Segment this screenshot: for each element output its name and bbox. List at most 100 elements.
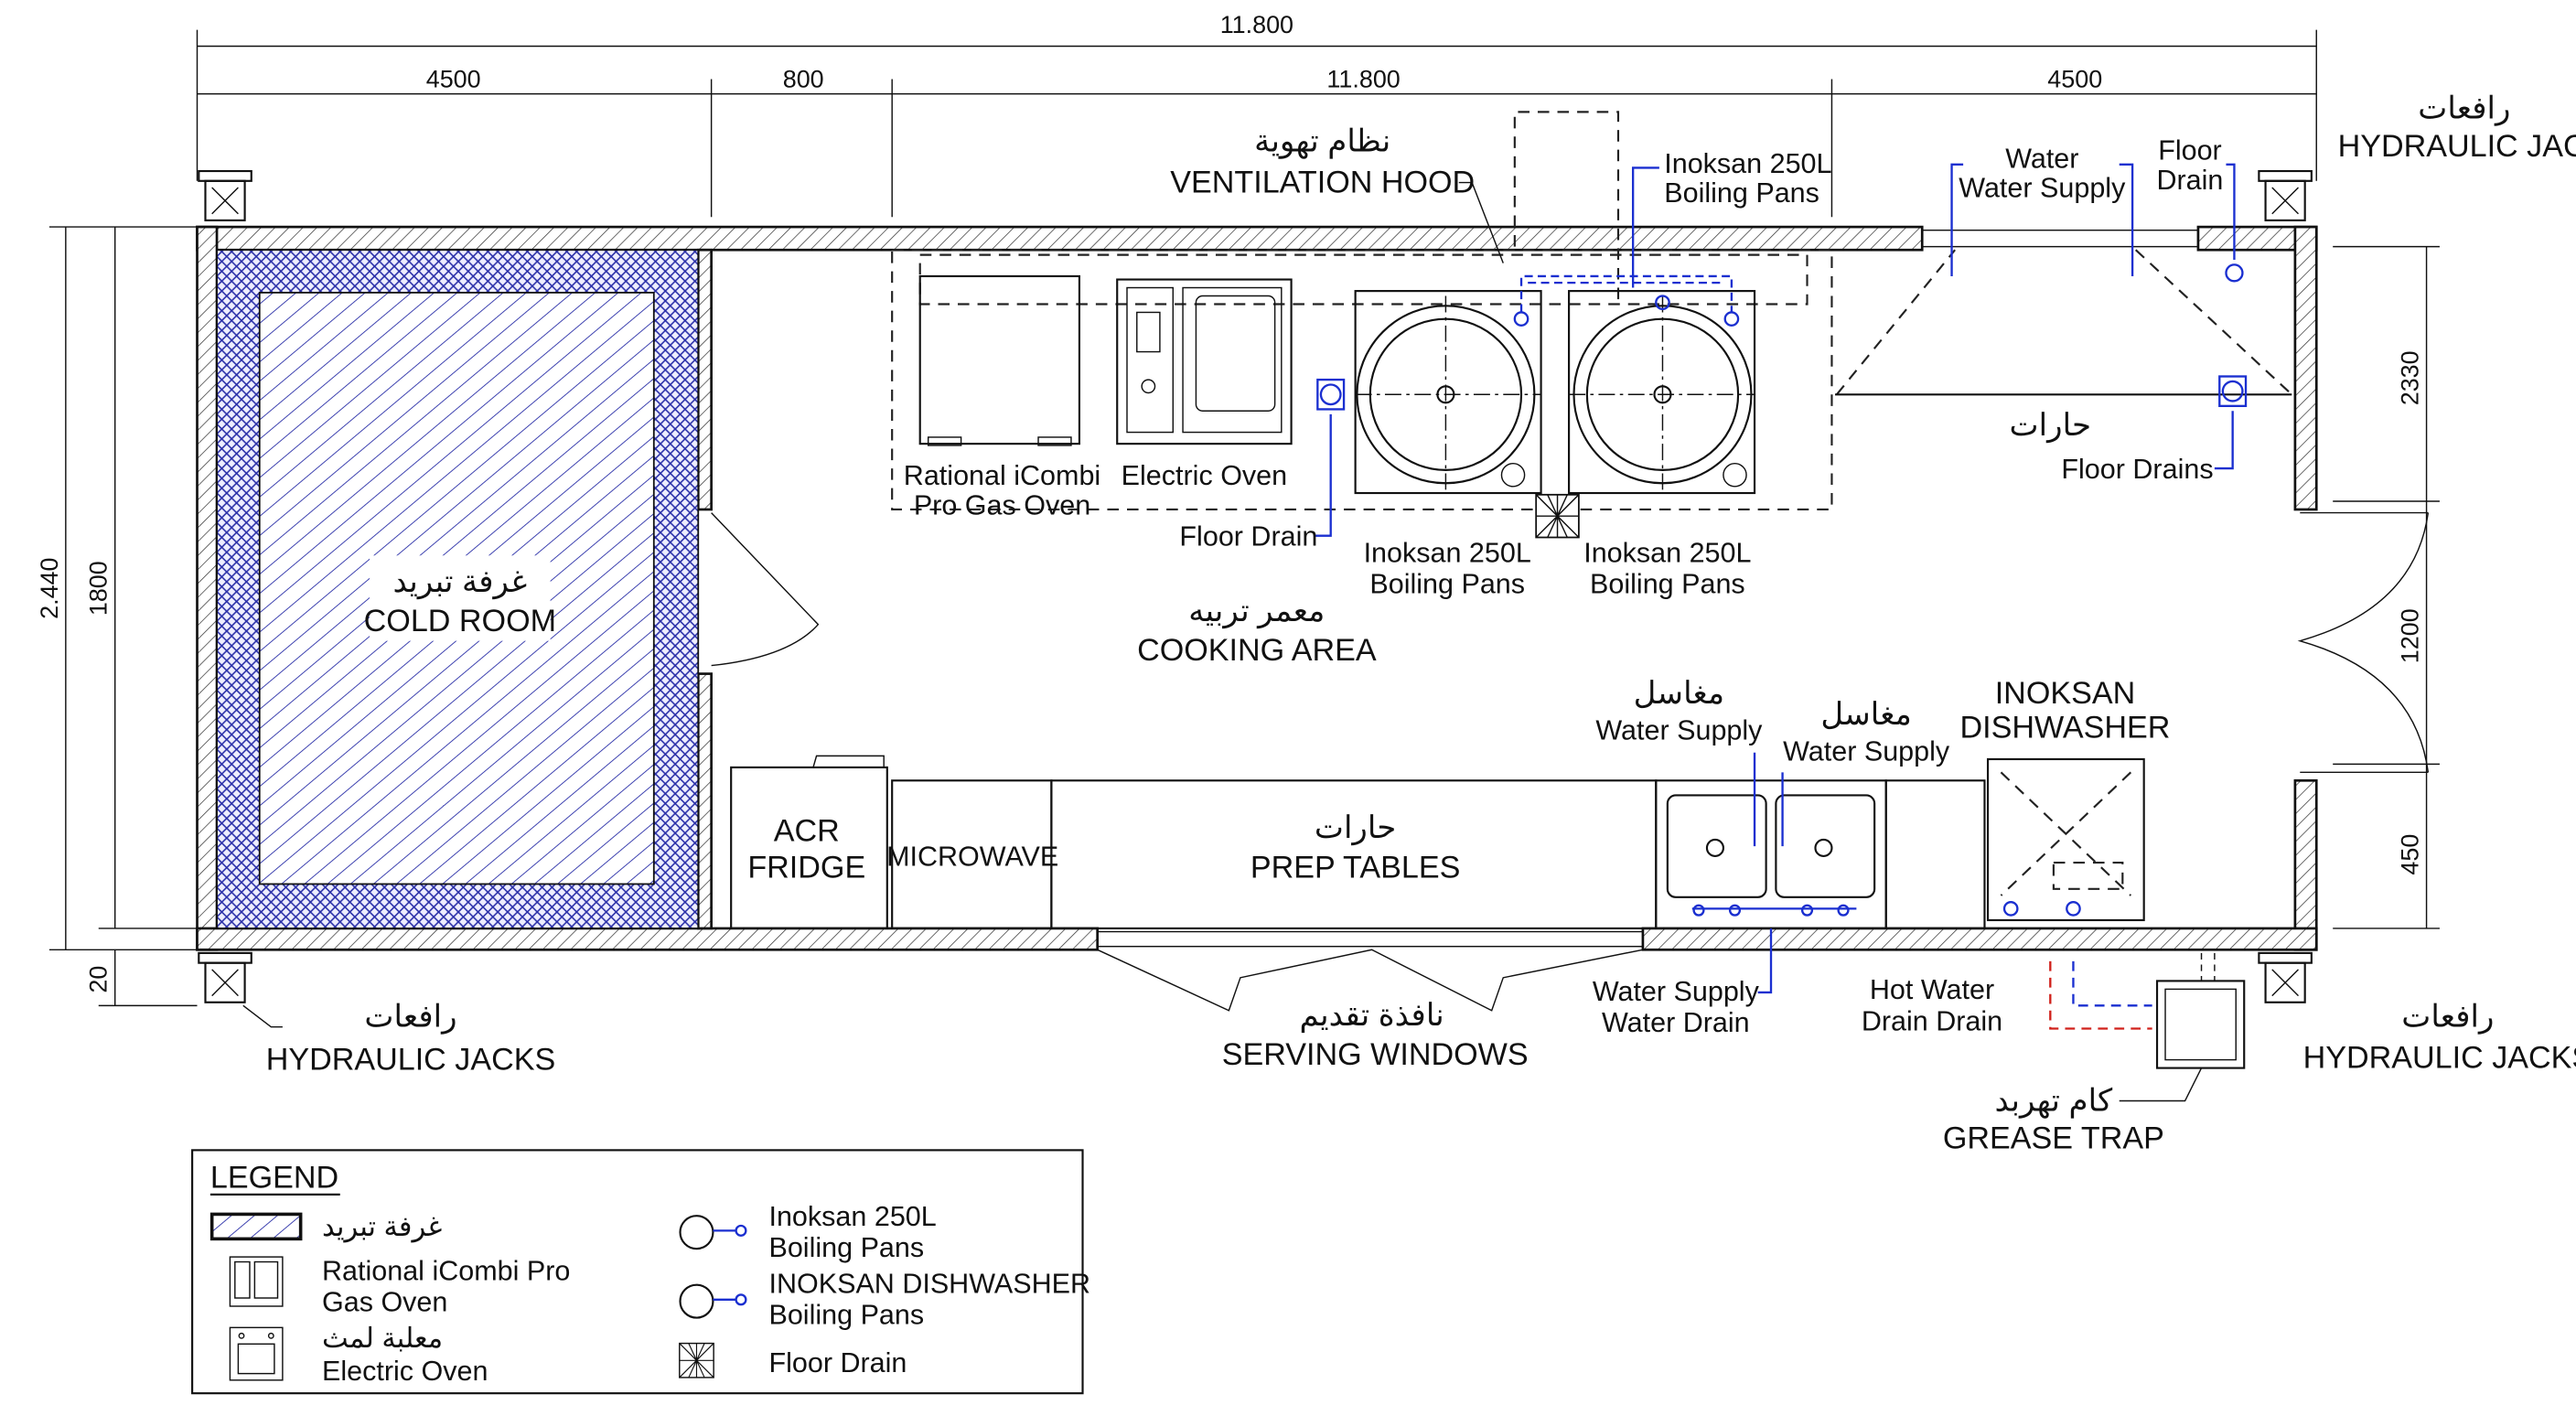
dishwasher: INOKSAN DISHWASHER <box>1959 676 2170 922</box>
cooking-area-label-ar: معمر تربيه <box>1188 594 1325 629</box>
entrance-door <box>2297 511 2430 774</box>
cold-room-label-ar: غرفة تبريد <box>392 564 527 600</box>
drain-drain-label: Drain Drain <box>1862 1005 2002 1036</box>
container-walls <box>196 225 2318 951</box>
dim-right-lower: 450 <box>2397 834 2424 875</box>
serving-windows: نافذة تقديم SERVING WINDOWS <box>1097 949 1644 1072</box>
boiling-pan-right: Inoksan 250L Boiling Pans <box>1519 274 1756 600</box>
gas-oven: Rational iCombi Pro Gas Oven <box>904 274 1100 520</box>
bottom-counter: ACR FRIDGE MICROWAVE حارات PREP TABLES م… <box>730 676 1986 930</box>
grease-trap-label-ar: كام تهربد <box>1995 1083 2113 1119</box>
floor-drain-marker: Floor Drain <box>1179 378 1346 552</box>
dim-right-door: 1200 <box>2397 608 2424 663</box>
floor-drain-top-label-2: Drain <box>2156 165 2223 196</box>
jacks-label-bl: HYDRAULIC JACKS <box>266 1042 556 1077</box>
electric-oven-icon <box>229 1326 284 1381</box>
jacks-label-ar-tr: رافعات <box>2418 91 2510 127</box>
floor-drain-legend-icon <box>679 1342 714 1378</box>
gas-oven-label-2: Pro Gas Oven <box>914 489 1090 520</box>
electric-oven-label: Electric Oven <box>1122 460 1287 491</box>
jacks-label-tr: HYDRAULIC JACKS <box>2338 129 2576 164</box>
dim-height-total: 2.440 <box>36 557 63 618</box>
dim-height-base: 20 <box>85 966 113 993</box>
ventilation-hood: نظام تهوية VENTILATION HOOD <box>891 111 1833 511</box>
sinks-label-ar-1: مغاسل <box>1634 676 1725 711</box>
legend-pans: Inoksan 250L <box>768 1201 936 1232</box>
pans-right-label-2: Boiling Pans <box>1590 569 1745 600</box>
dishwasher-label-2: DISHWASHER <box>1959 711 2170 745</box>
dishwasher-pan-icon <box>679 1283 747 1319</box>
cold-room: غرفة تبريد COLD ROOM <box>216 249 820 929</box>
dishwasher-label: INOKSAN <box>1995 676 2136 711</box>
hydraulic-jack-icon <box>2258 951 2313 1003</box>
dimension-right: 2330 1200 450 <box>2333 245 2440 929</box>
vent-label: VENTILATION HOOD <box>1170 165 1475 199</box>
sinks-water-supply-1: Water Supply <box>1595 714 1763 745</box>
gas-oven-icon <box>229 1256 284 1307</box>
bottom-utility-callouts: Water Supply Water Drain Hot Water Drain… <box>1593 928 2216 1038</box>
dimension-left: 2.440 1800 20 <box>36 226 198 1007</box>
gas-oven-label: Rational iCombi <box>904 460 1100 491</box>
floor-drain-label: Floor Drain <box>1179 520 1317 552</box>
vent-label-ar: نظام تهوية <box>1254 123 1390 159</box>
jacks-label-br: HYDRAULIC JACKS <box>2303 1041 2576 1076</box>
hot-water-label: Hot Water <box>1870 974 1994 1005</box>
dim-seg-door: 800 <box>783 65 824 92</box>
legend-electric-oven: Electric Oven <box>322 1356 488 1387</box>
floor-drains-label: Floor Drains <box>2061 454 2213 485</box>
boiling-pan-icon <box>679 1215 747 1250</box>
dim-seg-right: 4500 <box>2047 65 2102 92</box>
dim-height-inner: 1800 <box>85 561 113 616</box>
grease-trap: كام تهربد GREASE TRAP <box>1943 980 2246 1156</box>
floor-drain-icon <box>1535 493 1580 539</box>
cold-room-swatch-icon <box>209 1212 303 1241</box>
electric-oven: Electric Oven <box>1116 278 1293 491</box>
legend-gas-oven: Rational iCombi Pro <box>322 1255 570 1286</box>
cooking-area-label: COOKING AREA <box>1137 633 1377 668</box>
water-drain-bottom-label: Water Drain <box>1602 1007 1750 1038</box>
legend-pans-2: Boiling Pans <box>768 1232 924 1263</box>
dim-seg-left: 4500 <box>426 65 481 92</box>
prep-tables-label: PREP TABLES <box>1250 850 1460 885</box>
legend-cold-room: غرفة تبريد <box>322 1211 442 1243</box>
pans-left-label-2: Boiling Pans <box>1369 569 1525 600</box>
legend-dishwasher-2: Boiling Pans <box>768 1300 924 1331</box>
serving-windows-label: SERVING WINDOWS <box>1222 1037 1529 1072</box>
jacks-label-ar-bl: رافعات <box>364 1000 456 1035</box>
water-supply-bottom-label: Water Supply <box>1593 976 1760 1007</box>
legend-dishwasher: INOKSAN DISHWASHER <box>768 1269 1090 1300</box>
hydraulic-jack-icon <box>198 951 252 1003</box>
pans-right-label: Inoksan 250L <box>1583 537 1751 568</box>
water-supply-label: Water Supply <box>1959 173 2126 204</box>
legend-electric-oven-ar: معلبة لمث <box>322 1323 443 1354</box>
sinks-label-ar-2: مغاسل <box>1820 697 1912 732</box>
legend-gas-oven-2: Gas Oven <box>322 1286 447 1317</box>
pans-top-label: Inoksan 250L <box>1664 148 1831 179</box>
boiling-pan-left: Inoksan 250L Boiling Pans <box>1354 290 1542 600</box>
pans-top-callout: Inoksan 250L Boiling Pans <box>1631 148 1832 288</box>
sinks-water-supply-2: Water Supply <box>1783 736 1950 767</box>
floor-drain-top-label: Floor <box>2158 134 2222 166</box>
prep-tables-label-ar: حارات <box>1315 810 1397 846</box>
acr-fridge-label: ACR <box>774 814 840 849</box>
hydraulic-jack-icon <box>198 169 252 221</box>
jacks-label-ar-br: رافعات <box>2401 1000 2494 1035</box>
legend-title: LEGEND <box>210 1161 338 1196</box>
legend-floor-drain: Floor Drain <box>768 1347 907 1378</box>
dim-overall-label: 11.800 <box>1220 11 1293 38</box>
cold-room-label: COLD ROOM <box>364 604 556 638</box>
water-label: Water <box>2005 143 2078 174</box>
hydraulic-jack-icon <box>2258 169 2313 221</box>
microwave-label: MICROWAVE <box>886 842 1058 873</box>
pans-top-label-2: Boiling Pans <box>1664 177 1819 209</box>
grease-trap-label: GREASE TRAP <box>1943 1121 2164 1156</box>
dimension-segments: 4500 800 11.800 4500 <box>197 65 2317 218</box>
dim-seg-mid: 11.800 <box>1326 65 1400 92</box>
pans-left-label: Inoksan 250L <box>1364 537 1531 568</box>
cold-room-door <box>711 512 820 667</box>
hot-label-ar: حارات <box>2010 408 2092 444</box>
dimension-overall: 11.800 <box>196 11 2317 181</box>
legend: LEGEND غرفة تبريد Rational iCombi Pro Ga… <box>191 1149 1090 1395</box>
serving-windows-label-ar: نافذة تقديم <box>1299 998 1444 1034</box>
